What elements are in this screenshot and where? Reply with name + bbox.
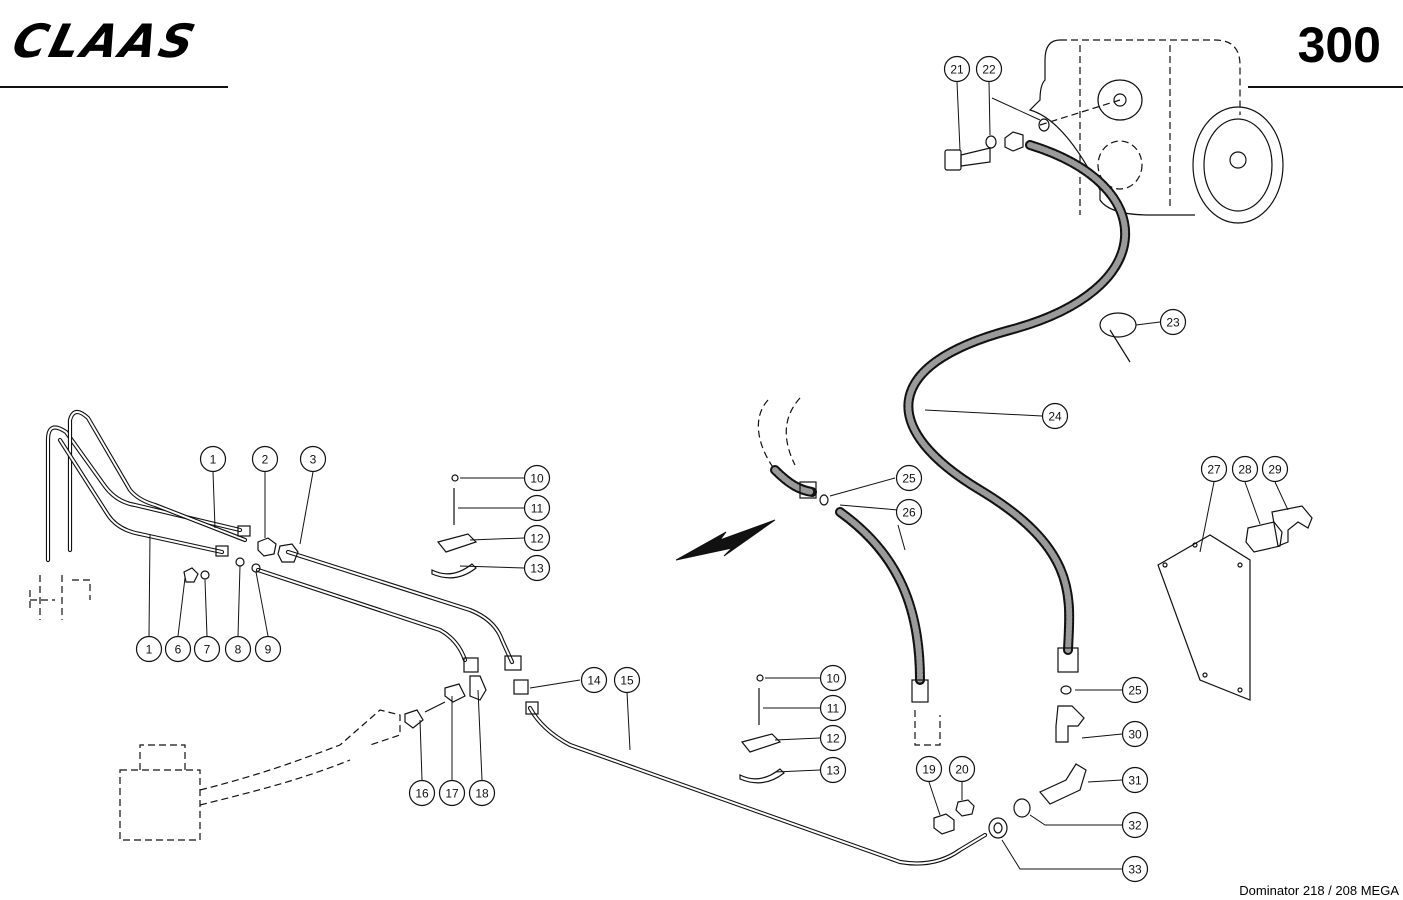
callout-10: 10 [819, 664, 847, 692]
callout-28: 28 [1231, 455, 1259, 483]
hydraulic-line-15 [527, 705, 988, 866]
callout-13: 13 [819, 756, 847, 784]
callout-1: 1 [135, 635, 163, 663]
callout-label: 23 [1166, 316, 1180, 330]
callout-label: 12 [826, 732, 840, 746]
callout-12: 12 [523, 524, 551, 552]
callout-label: 33 [1128, 863, 1142, 877]
callout-label: 2 [262, 453, 269, 467]
callout-14: 14 [580, 666, 608, 694]
callout-label: 24 [1048, 410, 1062, 424]
callout-24: 24 [1041, 402, 1069, 430]
header-divider-right [1248, 86, 1403, 88]
callout-7: 7 [193, 635, 221, 663]
callout-20: 20 [948, 755, 976, 783]
hydraulic-hose-24 [903, 140, 1130, 673]
callout-29: 29 [1261, 455, 1289, 483]
clamp-halves [1245, 505, 1313, 553]
callout-label: 3 [310, 453, 317, 467]
callout-1: 1 [199, 445, 227, 473]
callout-label: 17 [445, 787, 459, 801]
callout-label: 19 [922, 763, 936, 777]
pipe-clamp-lower [739, 674, 785, 784]
callout-label: 28 [1238, 463, 1252, 477]
callout-label: 13 [826, 764, 840, 778]
callout-label: 31 [1128, 774, 1142, 788]
callout-30: 30 [1121, 720, 1149, 748]
callout-label: 30 [1128, 728, 1142, 742]
callout-13: 13 [523, 554, 551, 582]
callout-11: 11 [523, 494, 551, 522]
callout-label: 21 [950, 63, 964, 77]
callout-label: 25 [1128, 684, 1142, 698]
callout-11: 11 [819, 694, 847, 722]
mounting-plate [1157, 534, 1251, 701]
leader-lines [148, 81, 1289, 870]
callout-label: 1 [210, 453, 217, 467]
callout-21: 21 [943, 55, 971, 83]
callout-label: 14 [587, 674, 601, 688]
pipe-clamp-upper [431, 474, 478, 579]
lower-fittings [933, 685, 1087, 839]
hydraulic-lines-1 [29, 409, 248, 620]
callout-label: 25 [902, 472, 916, 486]
callout-3: 3 [299, 445, 327, 473]
callout-label: 29 [1268, 463, 1282, 477]
callout-8: 8 [224, 635, 252, 663]
callout-label: 13 [530, 562, 544, 576]
callout-18: 18 [468, 779, 496, 807]
callout-label: 32 [1128, 819, 1142, 833]
callout-17: 17 [438, 779, 466, 807]
callout-label: 22 [982, 63, 996, 77]
callout-31: 31 [1121, 766, 1149, 794]
cable-tie [1099, 312, 1137, 363]
callout-label: 26 [902, 506, 916, 520]
callout-label: 1 [146, 643, 153, 657]
callout-label: 9 [265, 643, 272, 657]
page-number: 300 [1297, 17, 1381, 73]
callout-label: 20 [955, 763, 969, 777]
hydraulic-hose-26 [757, 397, 941, 746]
callout-label: 11 [827, 702, 840, 716]
callout-label: 10 [530, 472, 544, 486]
fittings [183, 525, 539, 729]
callout-9: 9 [254, 635, 282, 663]
model-caption: Dominator 218 / 208 MEGA [1239, 883, 1399, 898]
callout-23: 23 [1159, 308, 1187, 336]
callout-label: 11 [531, 502, 544, 516]
callout-6: 6 [164, 635, 192, 663]
banjo-bolt-assembly [944, 118, 1050, 171]
callout-label: 15 [620, 674, 634, 688]
callout-25: 25 [895, 464, 923, 492]
callout-32: 32 [1121, 811, 1149, 839]
callout-label: 27 [1207, 463, 1221, 477]
callout-25: 25 [1121, 676, 1149, 704]
callout-33: 33 [1121, 855, 1149, 883]
callout-19: 19 [915, 755, 943, 783]
callout-12: 12 [819, 724, 847, 752]
engine-housing [1028, 39, 1284, 224]
hydraulic-line-3 [255, 549, 515, 665]
callout-15: 15 [613, 666, 641, 694]
callout-label: 8 [235, 643, 242, 657]
header-divider-left [0, 86, 228, 88]
callout-label: 10 [826, 672, 840, 686]
callout-label: 12 [530, 532, 544, 546]
callout-22: 22 [975, 55, 1003, 83]
flow-direction-arrow [675, 519, 776, 561]
callout-label: 16 [415, 787, 429, 801]
callout-2: 2 [251, 445, 279, 473]
filter-housing [119, 709, 401, 841]
callout-27: 27 [1200, 455, 1228, 483]
callout-label: 7 [204, 643, 211, 657]
callout-26: 26 [895, 498, 923, 526]
callout-label: 18 [475, 787, 489, 801]
callout-16: 16 [408, 779, 436, 807]
callout-label: 6 [175, 643, 182, 657]
callout-10: 10 [523, 464, 551, 492]
